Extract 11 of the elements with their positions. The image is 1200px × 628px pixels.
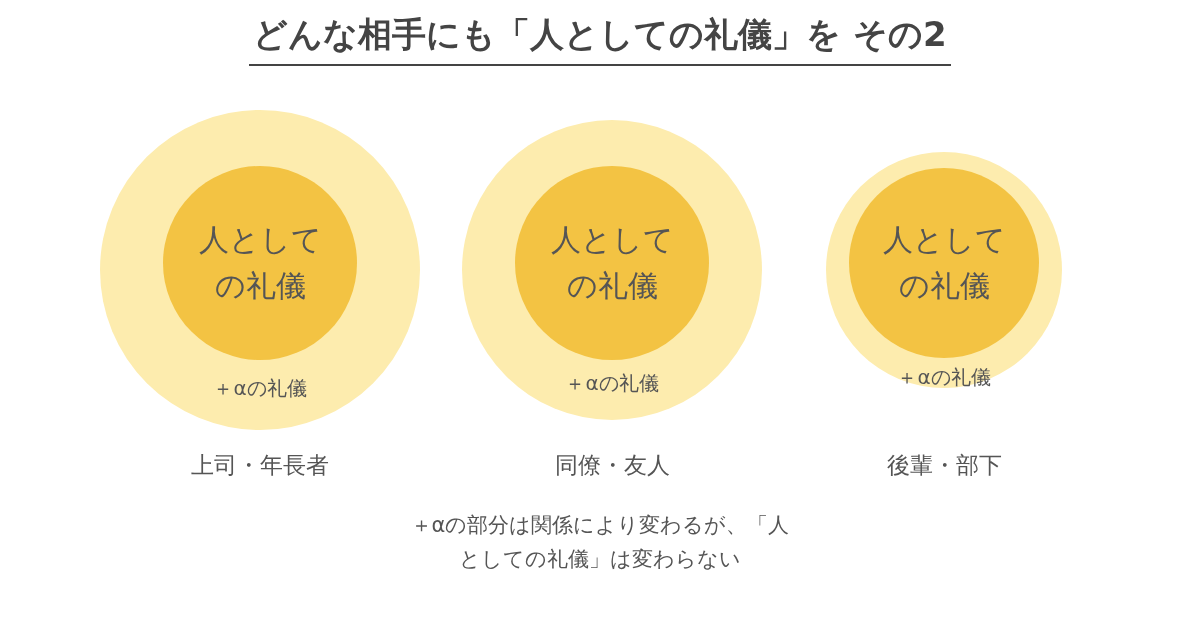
title: どんな相手にも「人としての礼儀」を その2	[249, 12, 951, 66]
inner-label: 人としての礼儀	[549, 220, 675, 305]
relation-label: 上司・年長者	[191, 451, 329, 480]
outer-label: ＋αの礼儀	[213, 375, 307, 402]
outer-label: ＋αの礼儀	[565, 370, 659, 397]
inner-label: 人としての礼儀	[881, 220, 1007, 305]
inner-label: 人としての礼儀	[197, 220, 323, 305]
relation-label: 同僚・友人	[554, 451, 670, 480]
relation-label: 後輩・部下	[886, 451, 1002, 480]
outer-label: ＋αの礼儀	[897, 364, 991, 391]
caption: ＋αの部分は関係により変わるが、「人としての礼儀」は変わらない	[409, 512, 791, 573]
